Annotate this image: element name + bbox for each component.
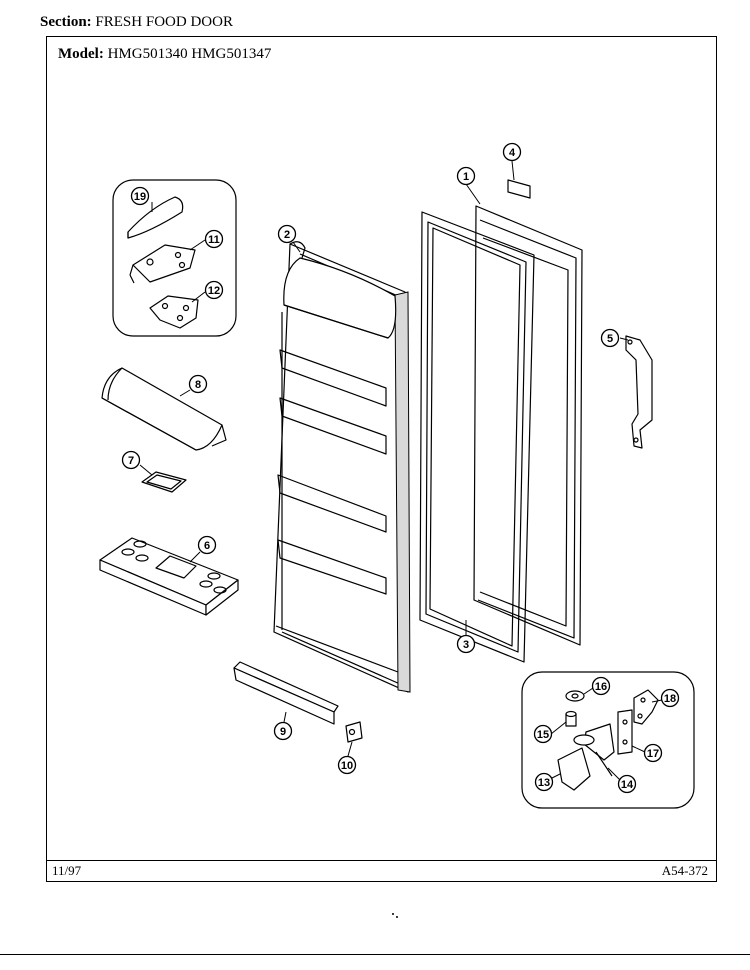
svg-text:15: 15 bbox=[537, 729, 549, 741]
part-8-shape bbox=[101, 367, 227, 451]
diagram-frame bbox=[46, 36, 717, 882]
callout-18: 18 bbox=[660, 688, 680, 708]
part-9-shape bbox=[233, 661, 339, 725]
callout-11: 11 bbox=[204, 229, 224, 249]
callout-15: 15 bbox=[533, 724, 553, 744]
callout-8: 8 bbox=[188, 374, 208, 394]
svg-text:2: 2 bbox=[284, 229, 290, 241]
page-bottom-rule bbox=[0, 954, 750, 955]
svg-text:5: 5 bbox=[607, 333, 613, 345]
section-value: FRESH FOOD DOOR bbox=[95, 14, 233, 30]
model-title: Model: HMG501340 HMG501347 bbox=[58, 46, 271, 63]
part-16-shape bbox=[565, 690, 585, 702]
svg-text:4: 4 bbox=[509, 147, 516, 159]
svg-text:12: 12 bbox=[208, 285, 220, 297]
section-title: Section: FRESH FOOD DOOR bbox=[40, 14, 233, 31]
callout-14: 14 bbox=[617, 774, 637, 794]
callout-7: 7 bbox=[121, 450, 141, 470]
part-4-shape bbox=[507, 179, 531, 199]
svg-text:17: 17 bbox=[647, 748, 659, 760]
part-18-shape bbox=[633, 689, 659, 725]
footer-date: 11/97 bbox=[52, 863, 82, 878]
callout-12: 12 bbox=[204, 280, 224, 300]
svg-text:10: 10 bbox=[341, 760, 353, 772]
speck-mark-2 bbox=[396, 916, 398, 918]
svg-text:14: 14 bbox=[621, 779, 634, 791]
svg-text:1: 1 bbox=[463, 171, 469, 183]
callout-1: 1 bbox=[456, 166, 476, 186]
svg-text:16: 16 bbox=[595, 681, 607, 693]
part-1-shape bbox=[473, 205, 583, 646]
callout-16: 16 bbox=[591, 676, 611, 696]
svg-text:19: 19 bbox=[134, 191, 146, 203]
svg-text:9: 9 bbox=[280, 726, 286, 738]
svg-text:3: 3 bbox=[463, 639, 469, 651]
callout-19: 19 bbox=[130, 186, 150, 206]
part-17-shape bbox=[617, 709, 633, 755]
model-label: Model: bbox=[58, 46, 104, 62]
part-2-shape bbox=[273, 241, 411, 693]
callout-6: 6 bbox=[197, 535, 217, 555]
part-12-shape bbox=[149, 295, 199, 329]
footer-code: A54-372 bbox=[661, 863, 708, 878]
svg-text:6: 6 bbox=[204, 540, 210, 552]
part-15-shape bbox=[565, 710, 577, 727]
part-10-shape bbox=[345, 721, 363, 743]
svg-text:8: 8 bbox=[195, 379, 201, 391]
svg-text:13: 13 bbox=[538, 777, 550, 789]
callout-5: 5 bbox=[600, 328, 620, 348]
svg-text:7: 7 bbox=[128, 455, 134, 467]
callout-4: 4 bbox=[502, 142, 522, 162]
callout-10: 10 bbox=[337, 755, 357, 775]
svg-text:11: 11 bbox=[208, 234, 220, 246]
callout-17: 17 bbox=[643, 743, 663, 763]
part-14-shape bbox=[573, 723, 615, 777]
callout-3: 3 bbox=[456, 634, 476, 654]
part-5-shape bbox=[625, 335, 653, 449]
part-13-shape bbox=[557, 747, 591, 791]
svg-text:18: 18 bbox=[664, 693, 676, 705]
section-label: Section: bbox=[40, 14, 92, 30]
callout-2: 2 bbox=[277, 224, 297, 244]
callout-13: 13 bbox=[534, 772, 554, 792]
part-6-shape bbox=[99, 537, 239, 616]
part-3-shape bbox=[419, 211, 535, 663]
speck-mark bbox=[392, 913, 394, 915]
callout-9: 9 bbox=[273, 721, 293, 741]
footer-divider bbox=[47, 860, 716, 861]
inset-box-top bbox=[112, 179, 237, 337]
inset-box-bottom bbox=[521, 671, 695, 809]
part-7-shape bbox=[141, 471, 187, 493]
part-11-shape bbox=[129, 244, 196, 284]
model-value: HMG501340 HMG501347 bbox=[107, 46, 272, 62]
